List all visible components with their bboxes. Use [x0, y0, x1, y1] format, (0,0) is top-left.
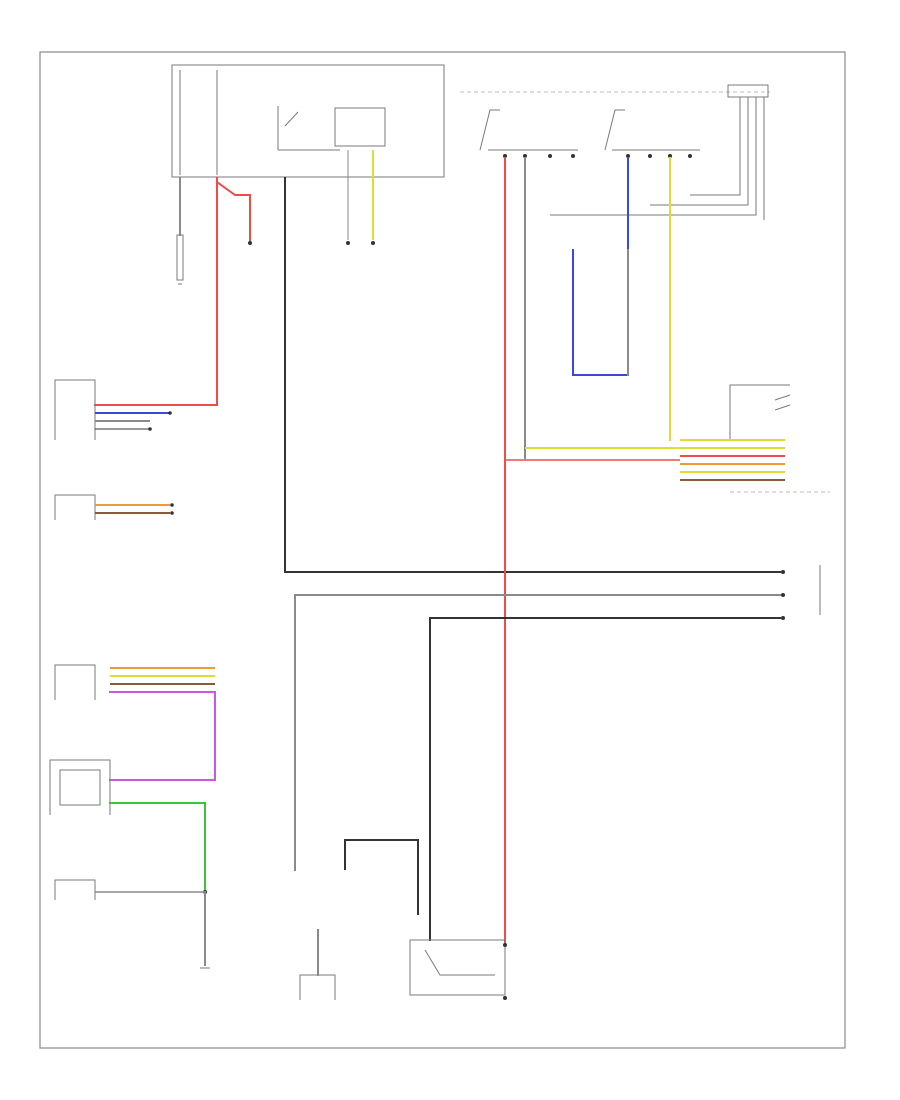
engine-control-module: [505, 384, 830, 493]
wires-top-left: [94, 150, 781, 573]
wires-right-vertical: [504, 157, 785, 946]
diagram-frame: [39, 51, 846, 1049]
ignition-switch-left: [54, 879, 205, 900]
selector-lever: [49, 759, 207, 894]
generator: [299, 929, 336, 1000]
engine-connector-left: [54, 494, 174, 520]
transmission-connector: [54, 664, 216, 781]
battery-connector-left: [54, 379, 172, 440]
relay-box-top: [171, 64, 445, 178]
ground-bottom: [200, 891, 210, 969]
starter: [344, 839, 507, 1000]
starter-relays: [460, 84, 770, 220]
ground-points: [294, 565, 821, 941]
